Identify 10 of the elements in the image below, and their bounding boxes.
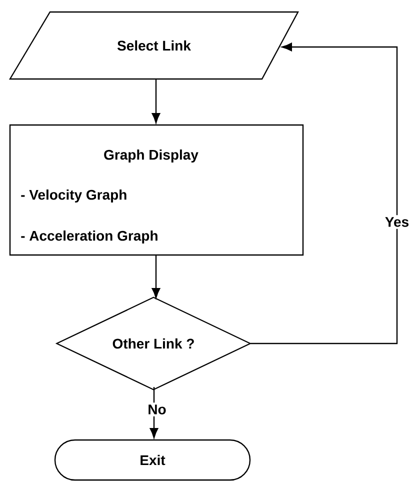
edge-label: Yes xyxy=(382,215,412,229)
arrow xyxy=(152,255,160,298)
terminator: Exit xyxy=(54,439,251,481)
arrow xyxy=(152,79,160,124)
box-heading: Graph Display xyxy=(104,149,198,163)
edge-label: No xyxy=(146,402,168,416)
list-item: - Velocity Graph xyxy=(21,189,126,203)
list-item: - Acceleration Graph xyxy=(21,230,158,244)
arrow xyxy=(250,42,398,344)
arrow xyxy=(150,387,158,438)
